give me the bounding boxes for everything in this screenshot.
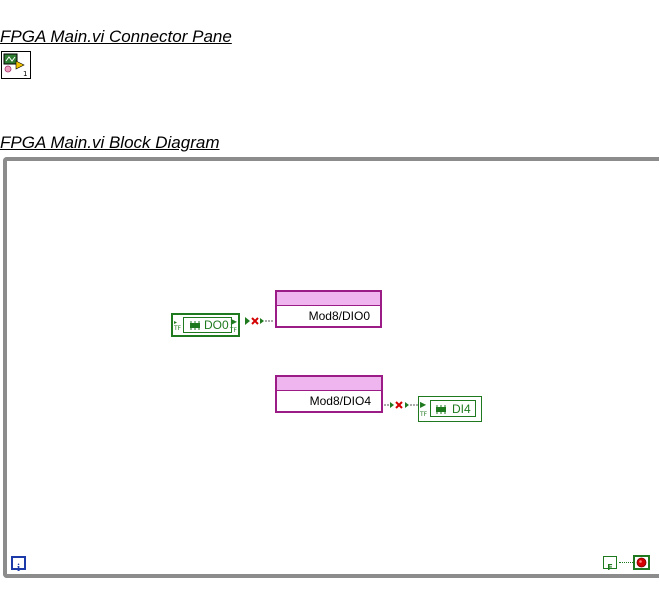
io-node-header [277, 292, 380, 306]
io-node-dio4-label: Mod8/DIO4 [309, 394, 371, 408]
iteration-terminal[interactable]: i [11, 556, 26, 574]
do-channel-label: DO0 [204, 318, 229, 332]
iteration-terminal-label: i [16, 562, 21, 574]
io-node-header [277, 377, 381, 391]
fpga-chip-icon [436, 405, 446, 414]
bool-type-icon: TF [229, 327, 237, 334]
false-constant-label: F [607, 563, 613, 572]
error-in-icon [245, 314, 273, 326]
connector-pane-heading: FPGA Main.vi Connector Pane [0, 27, 232, 46]
vi-icon[interactable]: 1 [1, 51, 31, 79]
bool-type-icon: ▸TF [174, 319, 182, 332]
fpga-vi-icon: 1 [3, 53, 27, 78]
connector-badge: 1 [23, 70, 27, 78]
boolean-wire [619, 562, 633, 563]
io-node-dio4[interactable]: Mod8/DIO4 [275, 375, 383, 413]
io-node-dio0-label: Mod8/DIO0 [308, 309, 370, 323]
false-constant[interactable]: F [603, 556, 617, 572]
while-loop[interactable] [3, 157, 659, 578]
fpga-chip-icon [190, 321, 200, 330]
channel-inner-frame [183, 317, 232, 333]
di-channel-node[interactable]: ▶ TF DI4 [418, 396, 482, 422]
channel-inner-frame [430, 400, 476, 417]
io-node-dio0[interactable]: Mod8/DIO0 [275, 290, 382, 328]
output-arrow-icon: ▶ [230, 317, 237, 326]
do-channel-node[interactable]: ▸TF DO0 ▶ TF [171, 313, 240, 337]
di-channel-label: DI4 [452, 402, 471, 416]
block-diagram-heading: FPGA Main.vi Block Diagram [0, 133, 220, 152]
input-arrow-icon: ▶ [420, 400, 427, 409]
stop-icon [636, 557, 647, 568]
stop-terminal[interactable] [633, 555, 650, 570]
bool-type-icon: TF [420, 411, 428, 418]
error-out-icon [384, 398, 418, 410]
